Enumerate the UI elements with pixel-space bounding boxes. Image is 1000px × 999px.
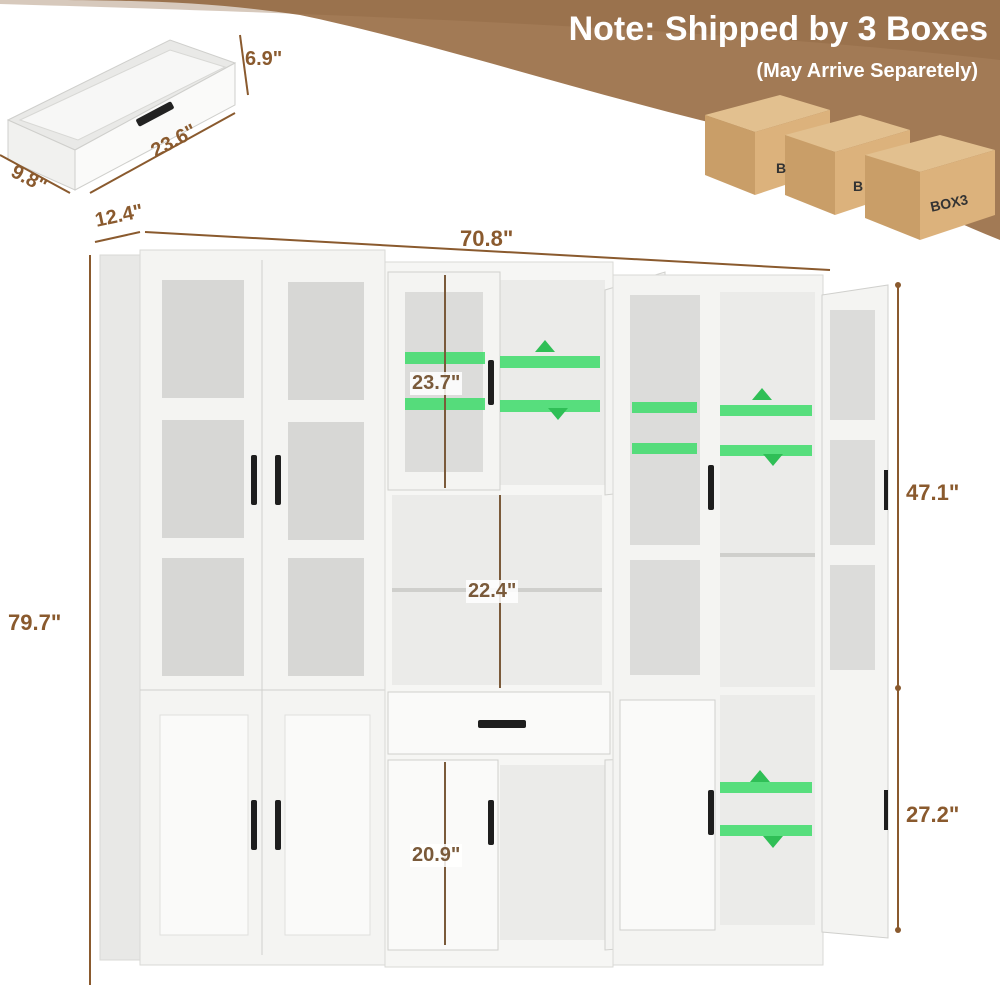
bottom-shelf-space-label: 20.9" xyxy=(410,844,463,867)
drawer-illustration xyxy=(0,34,249,194)
cabinet-height-label: 79.7" xyxy=(8,610,62,635)
top-shelf-space-label: 23.7" xyxy=(410,372,463,395)
lower-door-height-label: 27.2" xyxy=(906,802,960,827)
shipping-note-title: Note: Shipped by 3 Boxes xyxy=(568,10,988,48)
drawer-height-label: 6.9" xyxy=(245,48,283,70)
box-3-icon xyxy=(865,135,995,240)
left-cabinet xyxy=(99,249,386,966)
shipping-note-subtitle: (May Arrive Separetely) xyxy=(756,60,978,82)
banner-background xyxy=(0,0,1000,240)
middle-shelf-space-label: 22.4" xyxy=(466,580,519,603)
box-1-label: B xyxy=(776,160,787,176)
cabinet-width-label: 70.8" xyxy=(460,226,514,251)
right-cabinet xyxy=(612,274,889,966)
upper-door-height-label: 47.1" xyxy=(906,480,960,505)
box-2-label: B xyxy=(853,178,864,194)
shipping-boxes-illustration xyxy=(705,95,995,240)
